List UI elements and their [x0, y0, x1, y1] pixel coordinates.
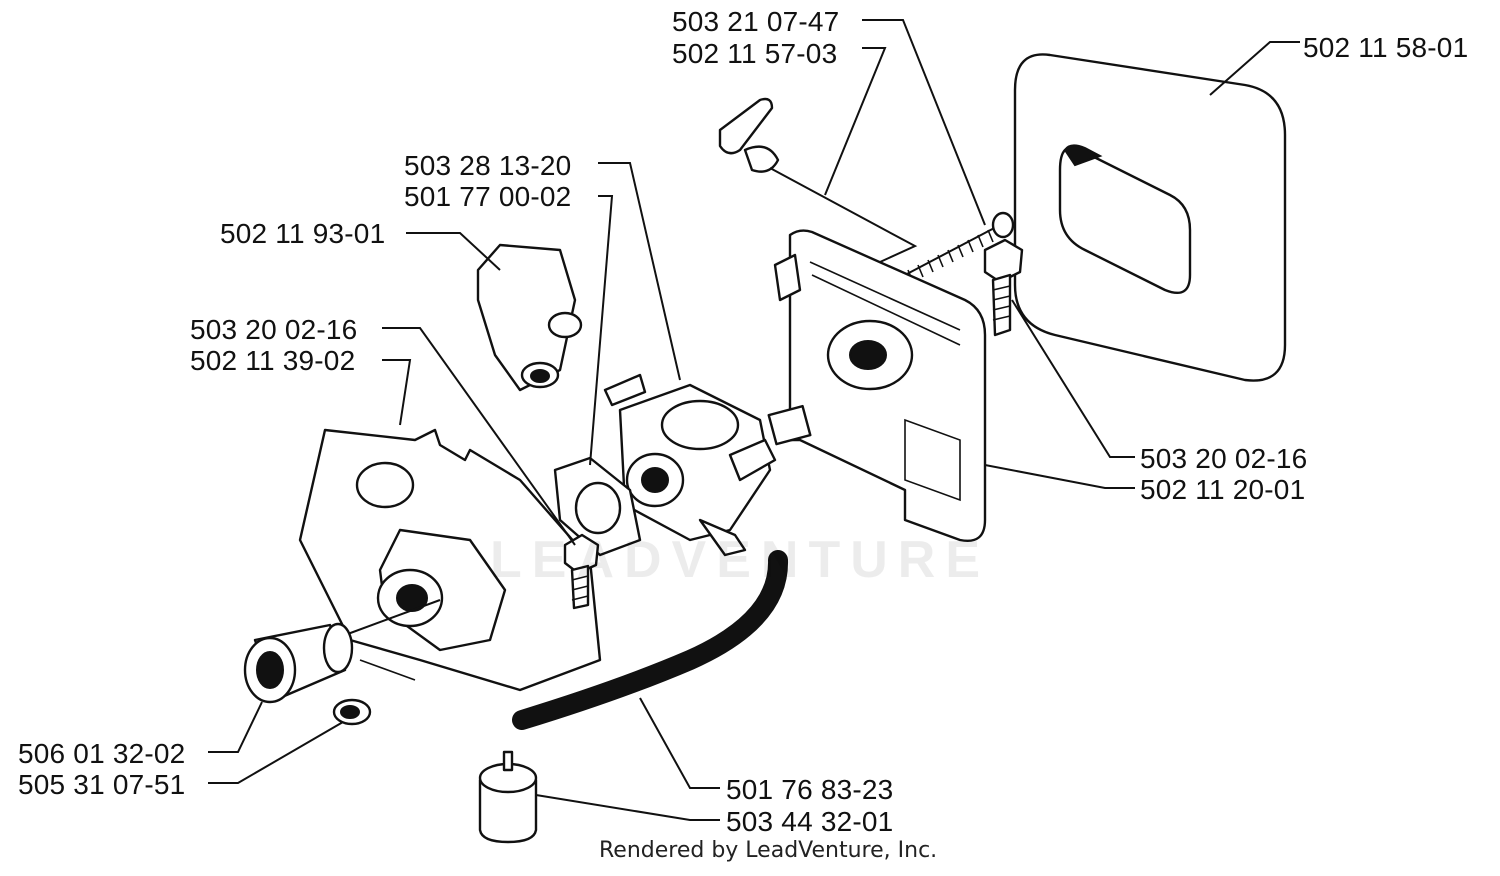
label-503-21-07-47: 503 21 07-47	[672, 6, 840, 37]
watermark: LEADVENTURE	[490, 531, 991, 589]
label-502-11-39-02: 502 11 39-02	[190, 345, 356, 376]
label-503-20-02-16-left: 503 20 02-16	[190, 314, 358, 345]
filter-holder	[767, 229, 987, 542]
label-501-77-00-02: 501 77 00-02	[404, 181, 572, 212]
bushing-small	[332, 698, 372, 726]
hex-bolt-left	[563, 533, 600, 610]
intake-elbow	[476, 243, 583, 392]
label-502-11-58-01: 502 11 58-01	[1303, 32, 1469, 63]
label-502-11-20-01: 502 11 20-01	[1140, 474, 1306, 505]
impulse-hose	[512, 550, 789, 730]
label-501-76-83-23: 501 76 83-23	[726, 774, 894, 805]
label-502-11-93-01: 502 11 93-01	[220, 218, 386, 249]
hex-bolt-right	[983, 238, 1024, 337]
bushing-large	[243, 622, 354, 704]
label-503-44-32-01: 503 44 32-01	[726, 806, 894, 837]
intake-housing	[298, 428, 602, 692]
leader-lines	[208, 19, 1300, 821]
carburetor	[603, 373, 777, 557]
label-503-20-02-16-right: 503 20 02-16	[1140, 443, 1308, 474]
credit-text: Rendered by LeadVenture, Inc.	[599, 838, 938, 863]
label-505-31-07-51: 505 31 07-51	[18, 769, 186, 800]
fuel-filter	[478, 750, 538, 844]
label-502-11-57-03: 502 11 57-03	[672, 38, 838, 69]
label-506-01-32-02: 506 01 32-02	[18, 738, 186, 769]
air-filter	[1013, 53, 1287, 382]
screw-spring	[904, 211, 1015, 283]
choke-rod	[718, 97, 918, 263]
label-503-28-13-20: 503 28 13-20	[404, 150, 572, 181]
